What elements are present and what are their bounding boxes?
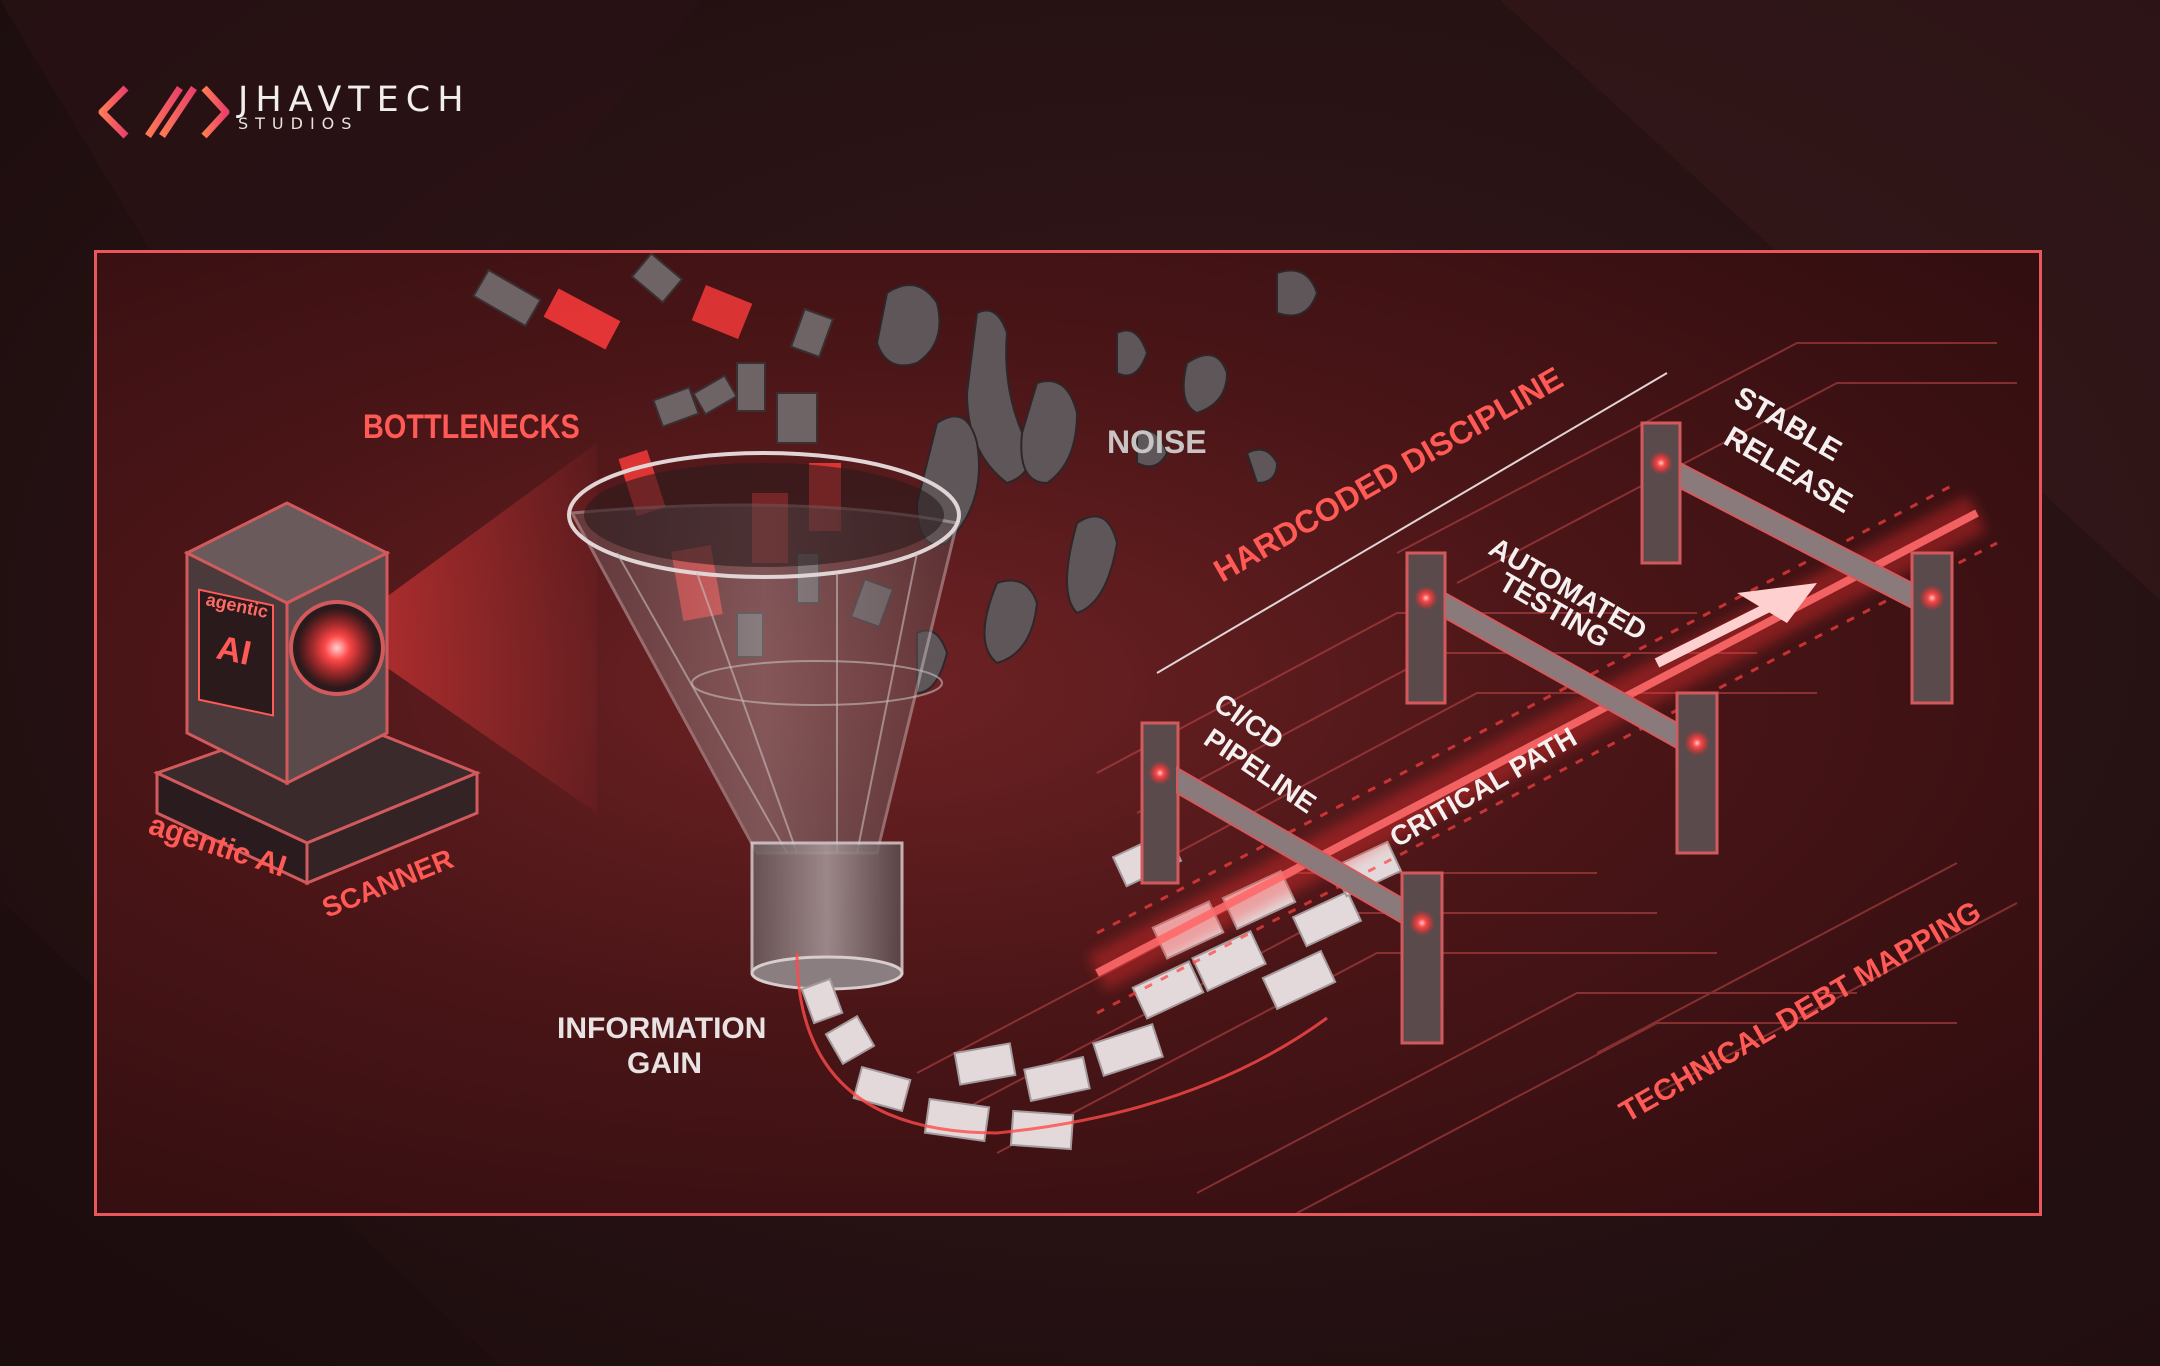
brand-subtitle: STUDIOS — [238, 114, 359, 133]
discipline-bracket — [1156, 372, 1668, 674]
critical-path-track — [1087, 481, 1998, 1015]
label-technical-debt-mapping: TECHNICAL DEBT MAPPING — [1614, 895, 1987, 1129]
gate-automated-testing — [1405, 551, 1719, 855]
gate-stable-release — [1640, 421, 1954, 705]
label-noise: NOISE — [1107, 424, 1207, 460]
illustration-frame: BOTTLENECKS NOISE agentic AI agentic AI … — [94, 250, 2042, 1216]
information-funnel — [567, 451, 961, 991]
brand-logo[interactable]: JHAVTECH STUDIOS — [96, 78, 496, 148]
noise-blobs — [875, 269, 1319, 695]
scanner-beam — [337, 443, 597, 813]
label-information: INFORMATION — [557, 1012, 766, 1045]
pipeline-illustration: BOTTLENECKS NOISE agentic AI agentic AI … — [145, 253, 2018, 1213]
flow-arrow-path — [795, 952, 1328, 1135]
label-scanner-screen-ai: AI — [213, 629, 254, 673]
jhavtech-logo-icon — [98, 85, 230, 139]
label-gain: GAIN — [627, 1047, 702, 1080]
agentic-ai-scanner — [153, 501, 481, 886]
circuit-traces — [916, 342, 2018, 1213]
label-bottlenecks: BOTTLENECKS — [363, 407, 580, 446]
brand-name: JHAVTECH — [238, 80, 471, 120]
gate-cicd — [1140, 721, 1444, 1045]
